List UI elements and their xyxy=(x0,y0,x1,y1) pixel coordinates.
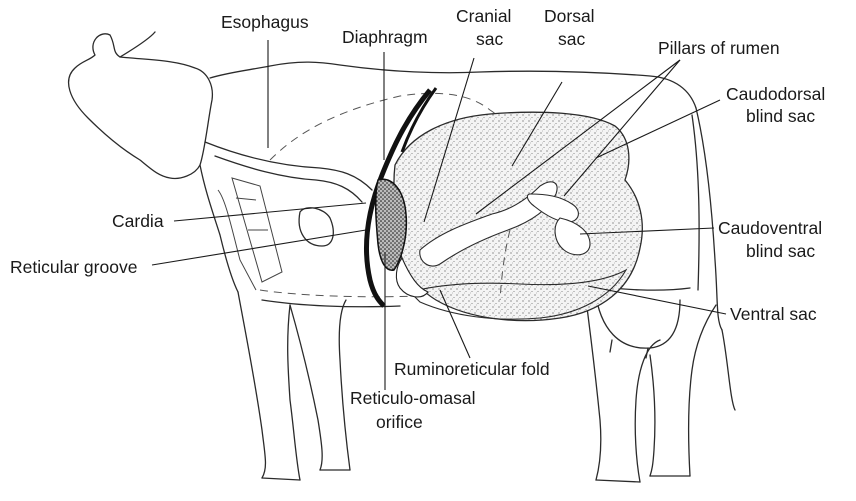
label-reticulo-omasal-line2: orifice xyxy=(376,412,423,432)
label-esophagus: Esophagus xyxy=(221,12,309,32)
label-caudoventral-line2: blind sac xyxy=(746,241,815,261)
label-diaphragm: Diaphragm xyxy=(342,27,428,47)
label-dorsal-sac-line1: Dorsal xyxy=(544,6,595,26)
label-reticulo-omasal-line1: Reticulo-omasal xyxy=(350,388,475,408)
label-caudodorsal-line2: blind sac xyxy=(746,106,815,126)
label-reticular-groove: Reticular groove xyxy=(10,257,137,277)
label-caudoventral-line1: Caudoventral xyxy=(718,218,822,238)
esophagus-tube xyxy=(205,142,372,202)
label-ventral-sac: Ventral sac xyxy=(730,304,817,324)
label-cranial-sac-line2: sac xyxy=(476,29,503,49)
label-dorsal-sac-line2: sac xyxy=(558,29,585,49)
label-cranial-sac-line1: Cranial xyxy=(456,6,511,26)
label-cardia: Cardia xyxy=(112,211,164,231)
label-ruminoreticular-fold: Ruminoreticular fold xyxy=(394,359,550,379)
label-caudodorsal-line1: Caudodorsal xyxy=(726,84,825,104)
label-pillars-of-rumen: Pillars of rumen xyxy=(658,38,780,58)
